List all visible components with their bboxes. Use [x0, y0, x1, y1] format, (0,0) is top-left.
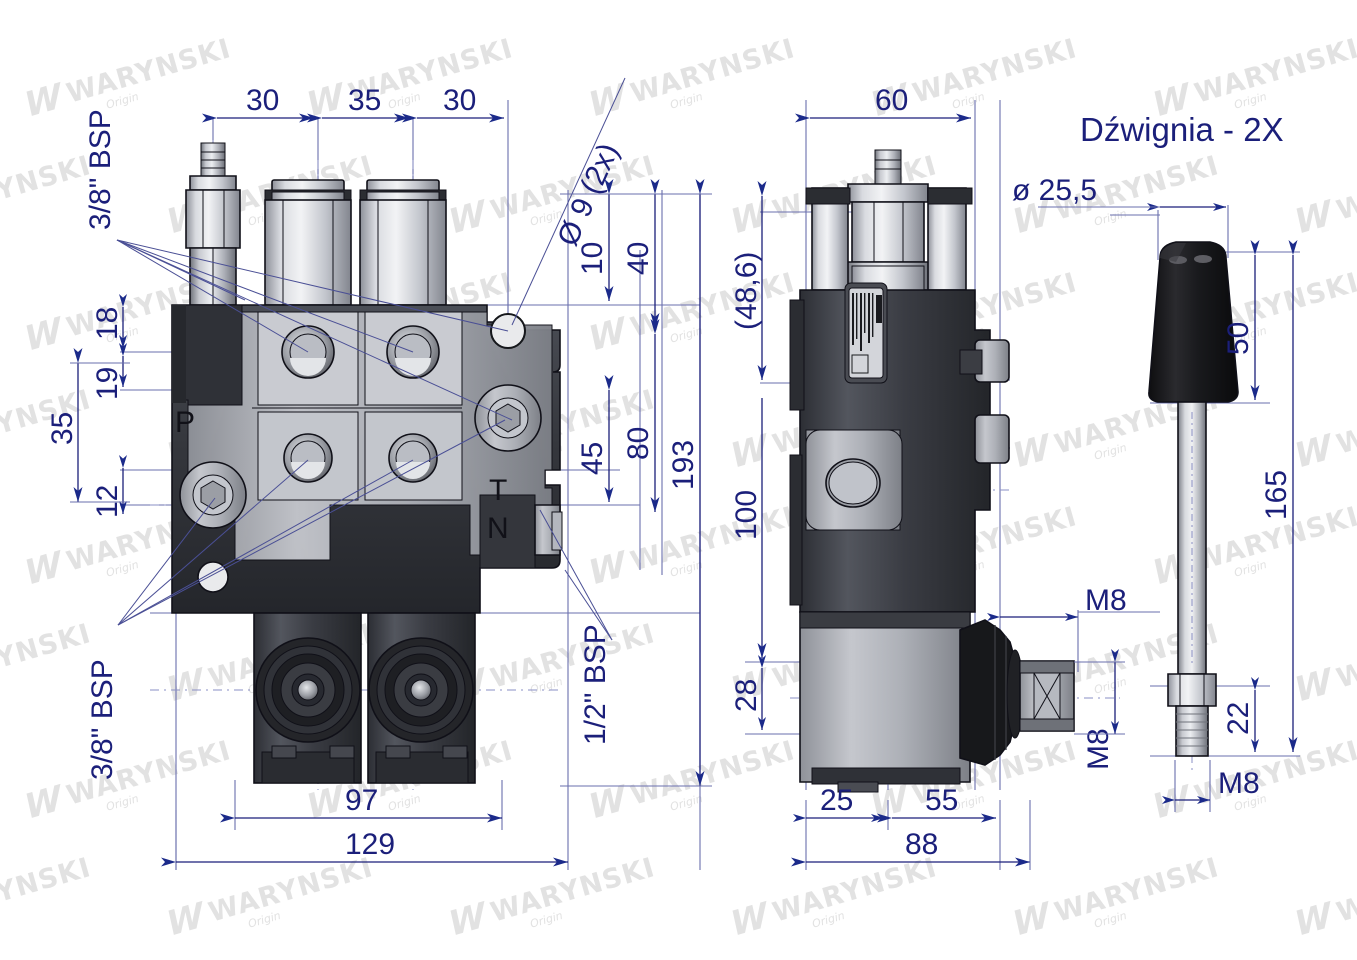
dim-48-6: (48,6) [730, 252, 763, 330]
dim-22-group: 22 [1222, 677, 1259, 752]
dim-22: 22 [1222, 702, 1255, 735]
dim-left-group: 18 19 35 12 [46, 294, 130, 518]
dim-129: 129 [345, 828, 395, 861]
dim-25: 25 [820, 784, 853, 817]
lower-ports [253, 612, 476, 784]
dim-18: 18 [91, 307, 124, 340]
dim-60-group: 60 [795, 84, 971, 123]
port-a2 [368, 637, 474, 743]
note-bsp-half-text: 1/2" BSP [579, 624, 612, 745]
side-relief-valve [845, 149, 931, 291]
note-bsp-half: 1/2" BSP [539, 509, 613, 745]
dim-40: 40 [622, 242, 655, 275]
note-bsp-top-text: 3/8" BSP [84, 109, 117, 230]
lever-title: Dźwignia - 2X [1080, 111, 1284, 148]
note-bsp-bottom: 3/8" BSP [86, 419, 506, 780]
dim-55: 55 [925, 784, 958, 817]
port-a1 [255, 637, 361, 743]
note-m8-bottom: M8 [1082, 728, 1115, 770]
dim-165-group: 165 [1260, 240, 1298, 752]
port-label-t: T [489, 474, 507, 507]
spool-cap-1 [264, 179, 352, 306]
dim-35-left: 35 [46, 412, 79, 445]
side-lever-boot [959, 619, 1075, 766]
lever-thread [1175, 705, 1209, 757]
dim-97: 97 [345, 784, 378, 817]
dim-35: 35 [348, 84, 381, 117]
dim-193: 193 [667, 440, 700, 490]
relief-valve-cartridge [185, 142, 241, 306]
dim-486-group: (48,6) [730, 181, 767, 380]
note-m8-horizontal: M8 [987, 584, 1160, 672]
dim-bottom-group: 97 129 [161, 784, 568, 867]
dim-100: 100 [730, 490, 763, 540]
dim-side-bottom-group: 25 55 88 [791, 784, 1031, 870]
note-m8-lever: M8 [1162, 767, 1260, 804]
note-dia9-text: Ø 9 (2x) [551, 138, 625, 250]
side-valve-body [789, 282, 1010, 793]
side-view: 60 (48,6) 100 28 25 55 88 [730, 84, 1160, 870]
note-bsp-top: 3/8" BSP [84, 109, 513, 421]
note-bsp-bottom-text: 3/8" BSP [86, 659, 119, 780]
port-label-p: P [175, 406, 195, 439]
lever-rod [1177, 401, 1207, 675]
dim-165: 165 [1260, 470, 1293, 520]
dim-19: 19 [91, 367, 124, 400]
port-label-n: N [487, 512, 509, 545]
dim-10: 10 [576, 242, 609, 275]
dim-right-group: 10 40 45 80 193 [560, 179, 712, 787]
dim-dia-25-5: ø 25,5 [1012, 174, 1226, 211]
dim-50: 50 [1222, 322, 1255, 355]
lever-knob [1148, 241, 1239, 403]
dim-60: 60 [875, 84, 908, 117]
dim-12: 12 [91, 485, 124, 518]
dim-dia-text: ø 25,5 [1012, 174, 1097, 207]
dim-45: 45 [576, 442, 609, 475]
dim-80: 80 [622, 427, 655, 460]
dim-50-group: 50 [1222, 240, 1260, 400]
side-spool-caps [805, 187, 973, 291]
spool-bore-group [257, 311, 463, 501]
side-nameplate [844, 282, 888, 384]
dim-100-28-group: 100 28 [730, 398, 767, 730]
dim-30-b: 30 [443, 84, 476, 117]
dim-top-chain: 30 35 30 [202, 84, 504, 123]
lever-view: Dźwignia - 2X ø 25,5 50 165 22 [1012, 111, 1300, 812]
dim-28: 28 [730, 679, 763, 712]
valve-body-front [171, 304, 563, 614]
note-m8-vertical: M8 [1074, 649, 1125, 770]
spool-cap-2 [359, 179, 447, 306]
front-view: P T N 30 35 30 Ø 9 (2x) 10 [46, 77, 712, 870]
dim-30-a: 30 [246, 84, 279, 117]
lever-nut [1167, 673, 1217, 707]
note-m8-lever-text: M8 [1218, 767, 1260, 800]
dim-88: 88 [905, 828, 938, 861]
